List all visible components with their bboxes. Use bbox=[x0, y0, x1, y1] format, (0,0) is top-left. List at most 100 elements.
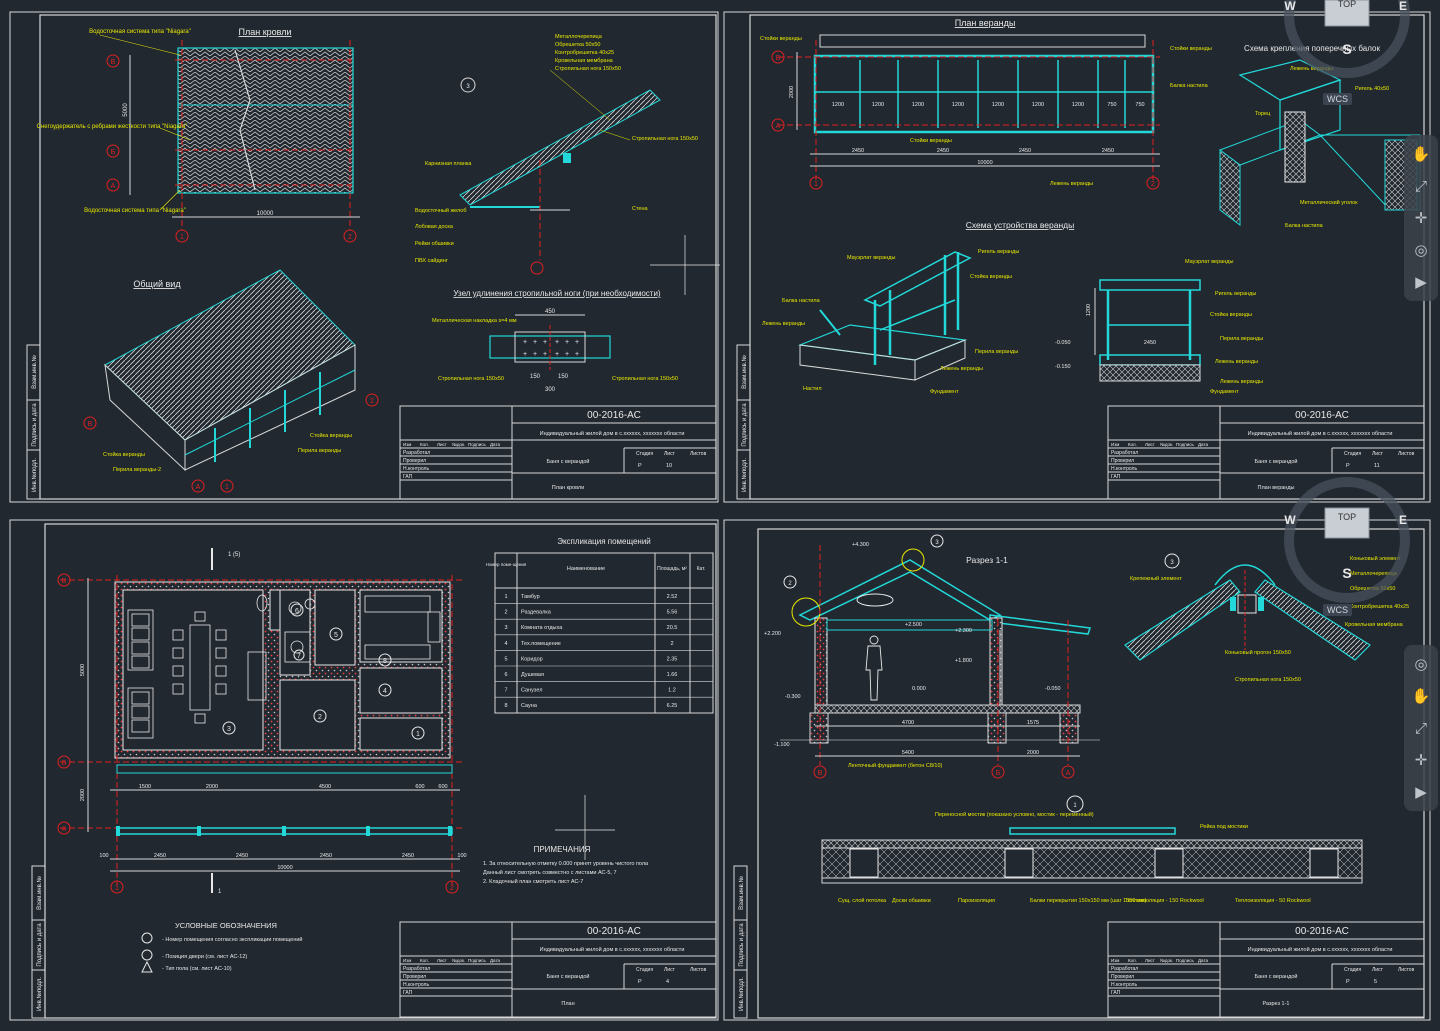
viewcube-bottom[interactable]: TOP W E S bbox=[1284, 477, 1410, 603]
svg-text:TOP: TOP bbox=[1338, 512, 1356, 522]
svg-text:Подпись и дата: Подпись и дата bbox=[32, 403, 38, 447]
legend-title: УСЛОВНЫЕ ОБОЗНАЧЕНИЯ bbox=[175, 921, 277, 930]
svg-text:2450: 2450 bbox=[852, 148, 864, 154]
viewcube-top[interactable]: TOP W E S bbox=[1284, 0, 1410, 78]
svg-text:Взам.инв.№: Взам.инв.№ bbox=[741, 355, 748, 389]
svg-text:00-2016-АС: 00-2016-АС bbox=[1295, 410, 1349, 421]
showmotion-icon[interactable]: ▶ bbox=[1415, 274, 1427, 291]
svg-text:+: + bbox=[543, 339, 547, 346]
svg-text:2000: 2000 bbox=[789, 86, 795, 98]
svg-text:Балка настила: Балка настила bbox=[782, 298, 821, 304]
table-cell: Раздевалка bbox=[521, 610, 552, 616]
side-stamp: Взам.инв.№ Подпись и дата Инв.№подл. bbox=[26, 344, 41, 500]
svg-text:Стропильная нога 150х50: Стропильная нога 150х50 bbox=[438, 376, 504, 382]
svg-text:Разработал: Разработал bbox=[1111, 966, 1138, 972]
beam-scheme-title: Схема крепления поперечных балок bbox=[1244, 44, 1380, 53]
orbit-icon[interactable]: ✛ bbox=[1414, 752, 1428, 769]
svg-text:Теплоизоляция - 150 Rockwool: Теплоизоляция - 150 Rockwool bbox=[1125, 898, 1204, 904]
svg-text:Разработал: Разработал bbox=[1111, 450, 1138, 456]
svg-text:2450: 2450 bbox=[154, 853, 166, 859]
svg-text:Индивидуальный жилой дом в с.х: Индивидуальный жилой дом в с.хххххх, ххх… bbox=[540, 430, 685, 437]
svg-text:Н.контроль: Н.контроль bbox=[1111, 982, 1137, 988]
extension-node: ++++++ ++++++ 450 150 150 300 Металличес… bbox=[432, 309, 678, 393]
svg-text:W: W bbox=[1284, 0, 1296, 13]
svg-text:1. За относительную отметку 0.: 1. За относительную отметку 0.000 принят… bbox=[483, 861, 649, 867]
steering-wheel-icon[interactable]: ◎ bbox=[1414, 242, 1428, 259]
svg-text:Рейка под мостики: Рейка под мостики bbox=[1200, 823, 1248, 830]
orbit-icon[interactable]: ✛ bbox=[1414, 210, 1428, 227]
svg-text:Инв.№подл.: Инв.№подл. bbox=[741, 458, 748, 492]
svg-text:Р: Р bbox=[638, 463, 642, 469]
svg-text:А: А bbox=[776, 123, 781, 130]
svg-text:300: 300 bbox=[545, 387, 556, 393]
svg-text:Металлический уголок: Металлический уголок bbox=[1300, 199, 1358, 206]
svg-text:Переносной мостик (показано ус: Переносной мостик (показано условно, мос… bbox=[935, 811, 1094, 818]
showmotion-icon[interactable]: ▶ bbox=[1415, 784, 1427, 801]
svg-text:+: + bbox=[565, 351, 569, 358]
svg-text:ПВХ сайдинг: ПВХ сайдинг bbox=[415, 257, 448, 264]
svg-text:Мауэрлат веранды: Мауэрлат веранды bbox=[847, 255, 895, 261]
titleblock-sheet2: 00-2016-АС Индивидуальный жилой дом в с.… bbox=[1107, 405, 1425, 500]
svg-text:Баня с верандой: Баня с верандой bbox=[547, 458, 590, 465]
zoom-icon[interactable]: ⤢ bbox=[1414, 719, 1427, 737]
svg-text:Фундамент: Фундамент bbox=[1210, 389, 1239, 395]
svg-text:8: 8 bbox=[383, 658, 387, 665]
svg-text:2: 2 bbox=[348, 234, 352, 241]
titleblock-sheet1: 00-2016-АС Индивидуальный жилой дом в с.… bbox=[399, 405, 717, 500]
svg-text:+: + bbox=[575, 339, 579, 346]
table-cell: 2 bbox=[670, 641, 673, 647]
svg-text:Стена: Стена bbox=[632, 206, 649, 212]
svg-text:2: 2 bbox=[1151, 181, 1155, 188]
svg-text:А: А bbox=[111, 183, 116, 190]
table-cell: 2.52 bbox=[667, 594, 678, 600]
svg-text:Дата: Дата bbox=[490, 958, 500, 963]
svg-text:+: + bbox=[555, 339, 559, 346]
general-view-drawing: В 2 А 1 Стойка веранды Перила веранды Ст… bbox=[83, 269, 379, 493]
roof-plan-title: План кровли bbox=[239, 27, 292, 37]
svg-text:№док.: №док. bbox=[452, 442, 465, 447]
svg-text:Дата: Дата bbox=[1198, 442, 1208, 447]
table-cell: Санузел bbox=[521, 688, 542, 694]
svg-text:3: 3 bbox=[466, 84, 470, 90]
explication-title: Экспликация помещений bbox=[557, 537, 651, 546]
pan-icon[interactable]: ✋ bbox=[1411, 688, 1431, 705]
svg-text:5400: 5400 bbox=[902, 750, 914, 756]
svg-text:1200: 1200 bbox=[1072, 102, 1084, 108]
svg-text:Стропильная нога 150х50: Стропильная нога 150х50 bbox=[1235, 677, 1301, 683]
svg-text:Разрез 1-1: Разрез 1-1 bbox=[1262, 1001, 1289, 1007]
table-cell: Душевая bbox=[521, 672, 544, 678]
svg-text:План кровли: План кровли bbox=[552, 485, 584, 491]
svg-text:Настил: Настил bbox=[803, 386, 822, 392]
svg-text:1200: 1200 bbox=[872, 102, 884, 108]
wcs-badge[interactable]: WCS bbox=[1323, 604, 1352, 616]
svg-text:Контробрешетка 40х25: Контробрешетка 40х25 bbox=[1350, 604, 1409, 610]
table-cell: 1.66 bbox=[667, 672, 678, 678]
wcs-badge[interactable]: WCS bbox=[1323, 93, 1352, 105]
svg-text:Ленточный фундамент (бетон С8/: Ленточный фундамент (бетон С8/10) bbox=[848, 762, 943, 769]
svg-text:Н.контроль: Н.контроль bbox=[1111, 466, 1137, 472]
svg-text:10000: 10000 bbox=[277, 865, 292, 871]
svg-text:Стойка веранды: Стойка веранды bbox=[1210, 311, 1252, 318]
svg-text:100: 100 bbox=[457, 853, 466, 859]
svg-text:3: 3 bbox=[227, 726, 231, 733]
pan-icon[interactable]: ✋ bbox=[1411, 146, 1431, 163]
svg-text:ГАП: ГАП bbox=[1111, 990, 1121, 996]
svg-text:Лист: Лист bbox=[1372, 451, 1384, 457]
svg-text:А: А bbox=[1066, 770, 1071, 777]
svg-text:+: + bbox=[533, 351, 537, 358]
svg-text:-0.050: -0.050 bbox=[1045, 686, 1061, 692]
svg-text:1200: 1200 bbox=[1032, 102, 1044, 108]
steering-wheel-icon[interactable]: ◎ bbox=[1414, 656, 1428, 673]
zoom-icon[interactable]: ⤢ bbox=[1414, 177, 1427, 195]
svg-text:№док.: №док. bbox=[452, 958, 465, 963]
svg-text:Стадия: Стадия bbox=[1344, 967, 1361, 973]
svg-text:Ригель 40x50: Ригель 40x50 bbox=[1355, 86, 1389, 92]
general-view-title: Общий вид bbox=[133, 279, 181, 289]
table-cell: 2 bbox=[504, 610, 507, 616]
svg-text:Перила веранды: Перила веранды bbox=[975, 349, 1018, 355]
svg-text:Стропильная нога 150х50: Стропильная нога 150х50 bbox=[612, 376, 678, 382]
svg-text:Обрешетка 50х50: Обрешетка 50х50 bbox=[555, 42, 600, 48]
svg-text:+4.300: +4.300 bbox=[852, 542, 869, 548]
